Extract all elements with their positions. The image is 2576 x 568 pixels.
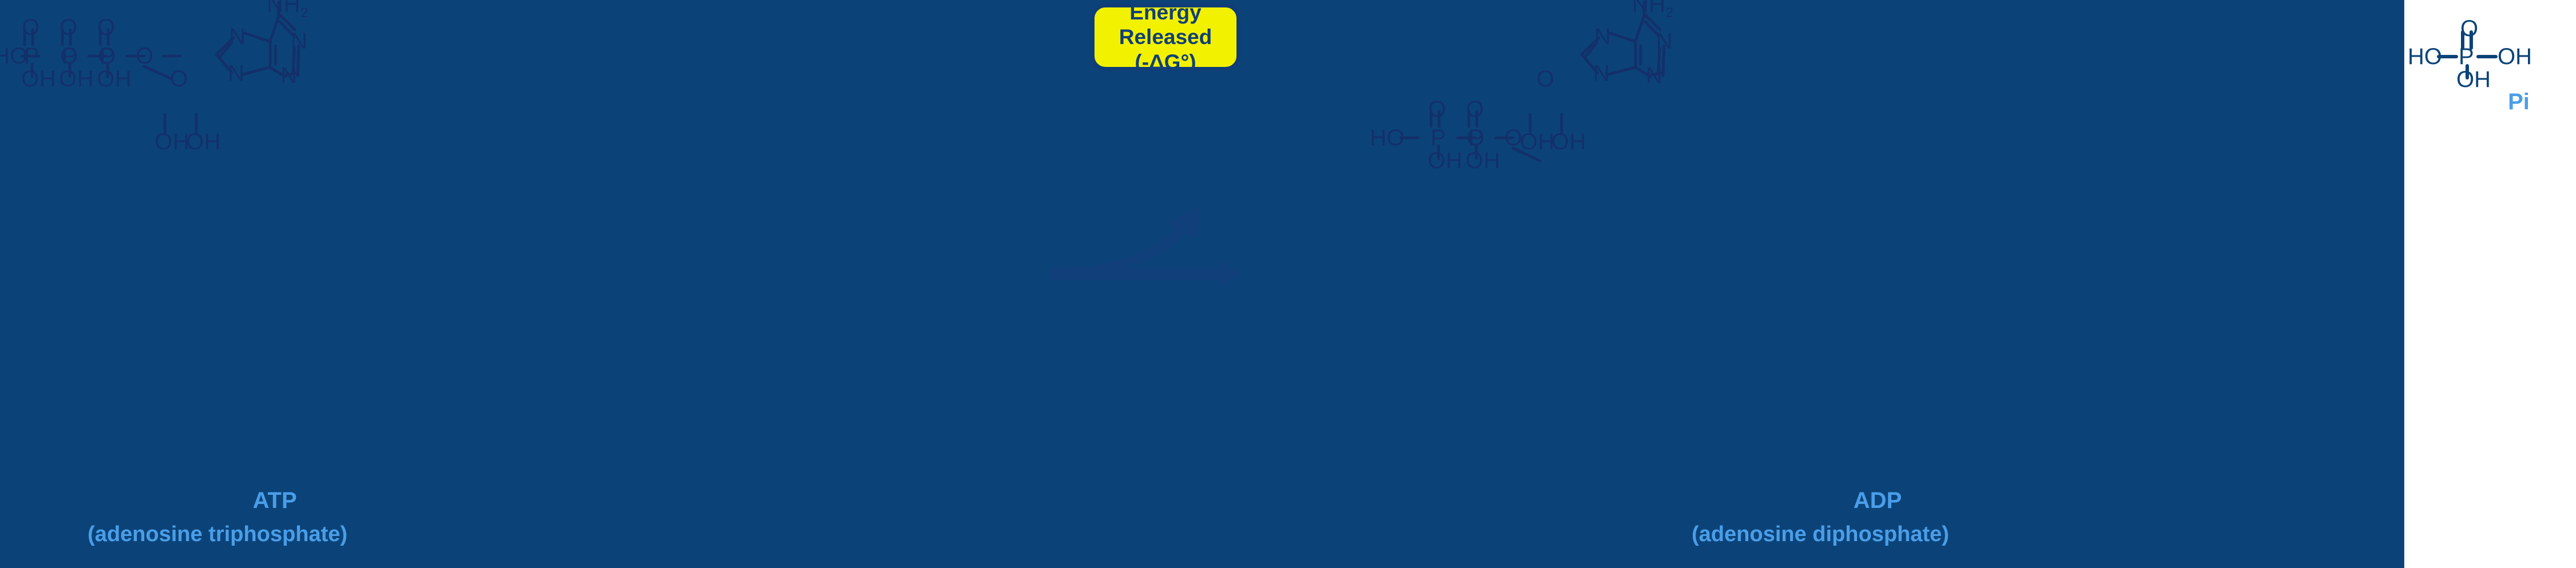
atp-amine-text: NH: [267, 0, 301, 17]
atp-bridge-oxygen-3: O: [136, 43, 154, 69]
adp-p1-center: P: [1431, 125, 1447, 150]
adp-adenine-amine: NH2: [1632, 0, 1674, 20]
atp-p1-center: P: [24, 43, 40, 69]
pi-hydroxyl-right: OH: [2498, 44, 2532, 69]
atp-p2-double-oxygen: O: [60, 15, 78, 40]
light-background-panel: [2404, 0, 2576, 568]
energy-line-2: Released: [1119, 25, 1212, 49]
atp-terminal-ho: HO: [0, 43, 28, 69]
atp-p1-double-oxygen: O: [22, 15, 40, 40]
pi-hydroxyl-bottom: OH: [2456, 67, 2491, 92]
atp-ribose-ring-oxygen: O: [170, 66, 188, 92]
atp-p1-hydroxyl: OH: [21, 66, 56, 92]
adp-bridge-oxygen-1: O: [1467, 125, 1485, 150]
pi-center-phosphorus: P: [2459, 44, 2474, 69]
atp-ribose-hydroxyl-left: OH: [155, 129, 189, 154]
adp-amine-subscript: 2: [1665, 5, 1674, 21]
atp-adenine-n-bottom-right: N: [280, 63, 298, 88]
atp-adenine-n-top-right: N: [291, 29, 308, 54]
adp-p2-double-oxygen: O: [1466, 97, 1484, 122]
pi-hydroxyl-left: HO: [2408, 44, 2442, 69]
adp-adenine-n-bottom-right: N: [1646, 63, 1663, 88]
atp-p2-hydroxyl: OH: [59, 66, 94, 92]
energy-line-1: Energy: [1129, 0, 1202, 24]
adp-adenine-n-top-left: N: [1594, 24, 1611, 49]
atp-amine-subscript: 2: [300, 5, 309, 21]
dark-background-panel: [0, 0, 2404, 568]
atp-ribose-hydroxyl-right: OH: [186, 129, 221, 154]
adp-terminal-ho: HO: [1370, 125, 1405, 150]
atp-p3-hydroxyl: OH: [97, 66, 132, 92]
adp-adenine-n-top-right: N: [1656, 29, 1673, 54]
adp-p2-hydroxyl: OH: [1465, 148, 1500, 173]
adp-full-name-label: (adenosine diphosphate): [1692, 522, 1949, 546]
adp-p2-center: P: [1468, 125, 1484, 150]
adp-ribose-hydroxyl-left: OH: [1520, 129, 1555, 154]
adp-amine-text: NH: [1632, 0, 1666, 17]
energy-released-callout: Energy Released (-ΔG°): [1091, 0, 1240, 74]
adp-p1-double-oxygen: O: [1428, 97, 1447, 122]
adp-label: ADP: [1853, 488, 1902, 513]
atp-p3-double-oxygen: O: [97, 15, 116, 40]
pi-label: Pi: [2508, 89, 2530, 114]
adp-p1-hydroxyl: OH: [1428, 148, 1463, 173]
atp-p2-center: P: [62, 43, 78, 69]
atp-label: ATP: [252, 488, 297, 513]
atp-adenine-amine: NH2: [267, 0, 309, 20]
atp-full-name-label: (adenosine triphosphate): [88, 522, 347, 546]
atp-p3-center: P: [100, 43, 116, 69]
adp-ribose-ring-oxygen: O: [1536, 66, 1555, 92]
energy-line-3: (-ΔG°): [1135, 50, 1196, 74]
atp-adenine-n-bottom-left: N: [228, 61, 245, 86]
adp-ribose-hydroxyl-right: OH: [1551, 129, 1586, 154]
atp-bridge-oxygen-2: O: [98, 43, 116, 69]
pi-double-bond-oxygen: O: [2460, 16, 2479, 41]
adp-adenine-n-bottom-left: N: [1593, 61, 1610, 86]
adp-bridge-oxygen-2: O: [1504, 125, 1523, 150]
atp-bridge-oxygen-1: O: [60, 43, 78, 69]
atp-adenine-n-top-left: N: [229, 24, 246, 49]
